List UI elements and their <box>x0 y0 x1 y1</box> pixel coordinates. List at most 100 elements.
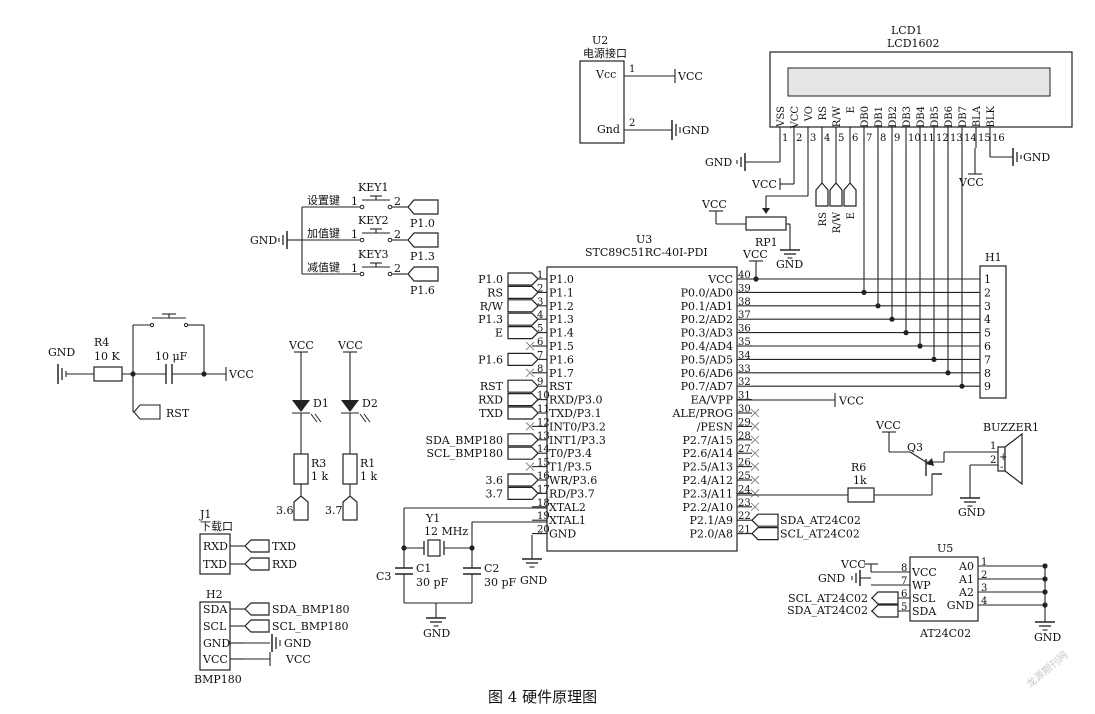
u5-right-pin-num: 1 <box>981 557 987 568</box>
u3-right-pin-label: P2.5/A13 <box>682 461 733 474</box>
u3-left-net-label: E <box>495 327 503 340</box>
h1-pin-num: 7 <box>984 353 991 366</box>
u3-left-net-flag <box>507 312 539 326</box>
h1-pin-num: 5 <box>984 327 991 340</box>
buzzer-ref: BUZZER1 <box>983 421 1039 434</box>
buzzer-vcc-label: VCC <box>875 419 901 432</box>
lcd-pin-num: 6 <box>852 133 858 144</box>
lcd-pin-label: DB4 <box>916 106 927 128</box>
h1-body <box>979 265 1007 399</box>
lcd-pin-num: 3 <box>810 133 816 144</box>
key-pin1: 1 <box>351 195 358 208</box>
u3-left-net-label: 3.7 <box>486 487 504 500</box>
u3-right-pin-label: P2.1/A9 <box>689 514 733 527</box>
u3-right-pin-num: 22 <box>738 511 751 522</box>
r4-value: 10 K <box>94 350 120 363</box>
u3-left-pin-label: T0/P3.4 <box>549 447 592 460</box>
lcd-port-label: R/W <box>832 211 843 233</box>
buzzer-pin2: 2 <box>990 455 996 466</box>
u3-left-net-label: RXD <box>478 394 503 407</box>
lcd-pin-num: 12 <box>936 133 949 144</box>
u3-left-net-label: SCL_BMP180 <box>426 447 503 460</box>
u2-pin-gnd: Gnd <box>597 123 620 136</box>
reset-vcc-label: VCC <box>228 368 254 381</box>
u5-vcc-label: VCC <box>840 558 866 571</box>
h1-pin-num: 2 <box>984 286 991 299</box>
u3-right-pin-label: P2.4/A12 <box>682 474 733 487</box>
lcd-port-flag <box>843 182 857 207</box>
led-resistor <box>293 453 309 485</box>
lcd-pin-label: VCC <box>790 106 801 130</box>
u5-left-pin-label: VCC <box>911 566 937 579</box>
led-net-flag <box>293 495 309 521</box>
led-res-value: 1 k <box>360 470 377 483</box>
u2-vcc-label: VCC <box>677 70 703 83</box>
c3-ref: C3 <box>376 570 391 583</box>
u3-right-pin-num: 32 <box>738 377 751 388</box>
u5-left-pin-label: SDA <box>912 605 937 618</box>
u3-nc-mark <box>750 448 760 458</box>
h1-pin-num: 4 <box>984 313 991 326</box>
h1-pin-num: 6 <box>984 340 991 353</box>
u3-nc-mark <box>750 489 760 498</box>
key-ref: KEY1 <box>358 181 389 194</box>
u2-gnd-label: GND <box>682 124 709 137</box>
h2-pin-label: VCC <box>202 653 228 666</box>
u5-right-pin-num: 4 <box>981 596 987 607</box>
u3-nc-mark <box>750 502 760 512</box>
u3-left-pin-num: 19 <box>537 511 550 522</box>
led-resistor <box>342 453 358 485</box>
j1-pin-label: RXD <box>203 540 228 553</box>
h2-net-flag <box>244 619 270 633</box>
key-net-flag <box>407 199 439 215</box>
rp1-ref: RP1 <box>755 236 778 249</box>
lcd-pin-num: 7 <box>866 133 872 144</box>
u3-left-pin-label: P1.2 <box>549 300 574 313</box>
figure-caption: 图 4 硬件原理图 <box>488 688 597 706</box>
u5-right-pin-label: A1 <box>958 573 974 586</box>
u3-left-net-flag <box>507 299 539 313</box>
key-label: 减值键 <box>307 260 340 274</box>
u3-left-pin-num: 2 <box>537 283 543 294</box>
u3-left-pin-label: P1.4 <box>549 327 574 340</box>
lcd-name: LCD1602 <box>887 37 940 50</box>
u3-left-pin-num: 3 <box>537 297 543 308</box>
u3-right-pin-num: 29 <box>738 417 751 428</box>
u3-left-net-flag <box>507 326 539 340</box>
h2-net-label: VCC <box>285 653 311 666</box>
u5-right-pin-num: 3 <box>981 583 987 594</box>
key-label: 加值键 <box>307 226 340 240</box>
led-light-arrow <box>359 413 371 423</box>
u3-right-net-label: SDA_AT24C02 <box>780 514 861 527</box>
u3-left-pin-label: GND <box>549 528 576 541</box>
u3-right-pin-num: 34 <box>738 350 751 361</box>
j1-net-label: RXD <box>272 558 297 571</box>
u3-left-pin-num: 17 <box>537 484 550 495</box>
h2-net-flag <box>244 602 270 616</box>
lcd-pin-num: 9 <box>894 133 900 144</box>
u3-right-pin-label: P0.4/AD4 <box>681 340 733 353</box>
u5-scl-flag <box>871 591 899 605</box>
lcd-port-label: E <box>846 212 857 219</box>
u3-left-pin-label: P1.3 <box>549 313 574 326</box>
u5-right-pin-label: A0 <box>958 560 974 573</box>
u3-left-pin-label: T1/P3.5 <box>549 461 592 474</box>
h2-pin-label: SCL <box>203 620 227 633</box>
u3-nc-mark <box>750 408 760 418</box>
lcd-pin-label: DB0 <box>860 106 871 128</box>
u2-ref: U2 <box>592 34 608 47</box>
u3-right-pin-label: VCC <box>707 273 733 286</box>
u3-nc-mark <box>750 462 760 471</box>
u3-left-pin-label: P1.6 <box>549 353 574 366</box>
u3-left-pin-num: 6 <box>537 337 543 348</box>
u3-left-pin-label: RD/P3.7 <box>549 487 595 500</box>
rp1-body <box>745 216 787 231</box>
u3-left-net-flag <box>507 446 539 460</box>
u3-vcc-label: VCC <box>742 248 768 261</box>
buzzer-gnd-label: GND <box>958 506 985 519</box>
u2-body <box>579 60 625 144</box>
led-vcc-label: VCC <box>337 339 363 352</box>
u3-left-net-flag <box>507 379 539 393</box>
